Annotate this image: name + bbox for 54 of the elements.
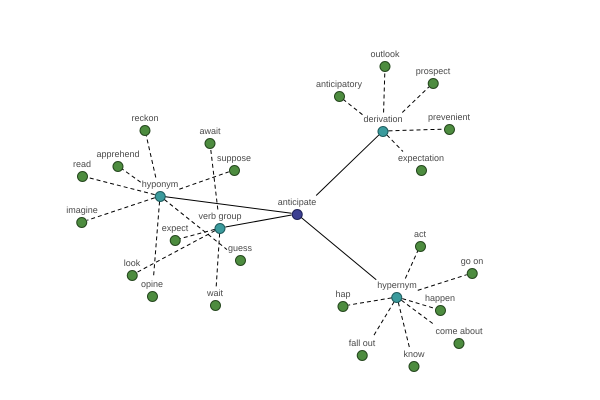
dashed-link-line (216, 233, 220, 287)
dashed-link-line (86, 197, 156, 221)
dashed-link-line (348, 297, 392, 306)
node-label: hypernym (377, 280, 417, 290)
dashed-link-line (404, 250, 418, 279)
node-label: apprehend (96, 148, 140, 158)
node-label: expect (162, 222, 188, 232)
node-label: suppose (216, 152, 252, 162)
node-label: happen (424, 292, 456, 302)
node-label: expectation (398, 152, 444, 162)
node-label: come about (435, 326, 483, 336)
node-label: guess (228, 242, 252, 252)
node-label: go on (460, 256, 484, 266)
node-label: verb group (198, 210, 242, 220)
node-label: act (414, 228, 426, 238)
dashed-link-line (388, 128, 444, 132)
dashed-link-line (136, 230, 216, 273)
node-label: anticipate (278, 196, 316, 206)
node-label: prevenient (428, 112, 470, 122)
dashed-link-line (372, 301, 395, 337)
node-label: look (124, 258, 140, 268)
link-line (224, 214, 292, 228)
node-label: fall out (348, 338, 376, 348)
node-label: derivation (363, 114, 403, 124)
dashed-link-line (210, 148, 218, 210)
dashed-link-line (178, 171, 230, 190)
node-label: hyponym (142, 178, 178, 188)
node-label: outlook (370, 48, 400, 58)
link-line (300, 217, 377, 280)
node-label: know (404, 348, 424, 358)
dashed-link-line (402, 298, 436, 309)
dashed-link-line (146, 134, 156, 178)
node-label: hap (335, 288, 351, 298)
link-line (316, 134, 380, 196)
node-label: prospect (416, 66, 450, 76)
node-label: read (73, 158, 91, 168)
dashed-link-line (86, 176, 156, 196)
dashed-link-line (164, 198, 228, 250)
link-line (164, 196, 292, 214)
dashed-link-line (402, 86, 430, 113)
node-label: imagine (66, 204, 98, 214)
dashed-link-line (383, 71, 386, 113)
dashed-link-line (342, 98, 363, 116)
node-label: wait (207, 288, 223, 298)
dashed-link-line (122, 168, 142, 183)
node-label: anticipatory (316, 78, 362, 88)
dashed-link-line (152, 200, 160, 278)
node-label: await (200, 126, 220, 136)
node-label: opine (140, 278, 164, 288)
node-label: reckon (132, 112, 158, 122)
dashed-link-line (400, 300, 435, 326)
dashed-link-line (398, 302, 410, 348)
dashed-link-line (417, 274, 468, 291)
dashed-link-line (386, 134, 404, 152)
